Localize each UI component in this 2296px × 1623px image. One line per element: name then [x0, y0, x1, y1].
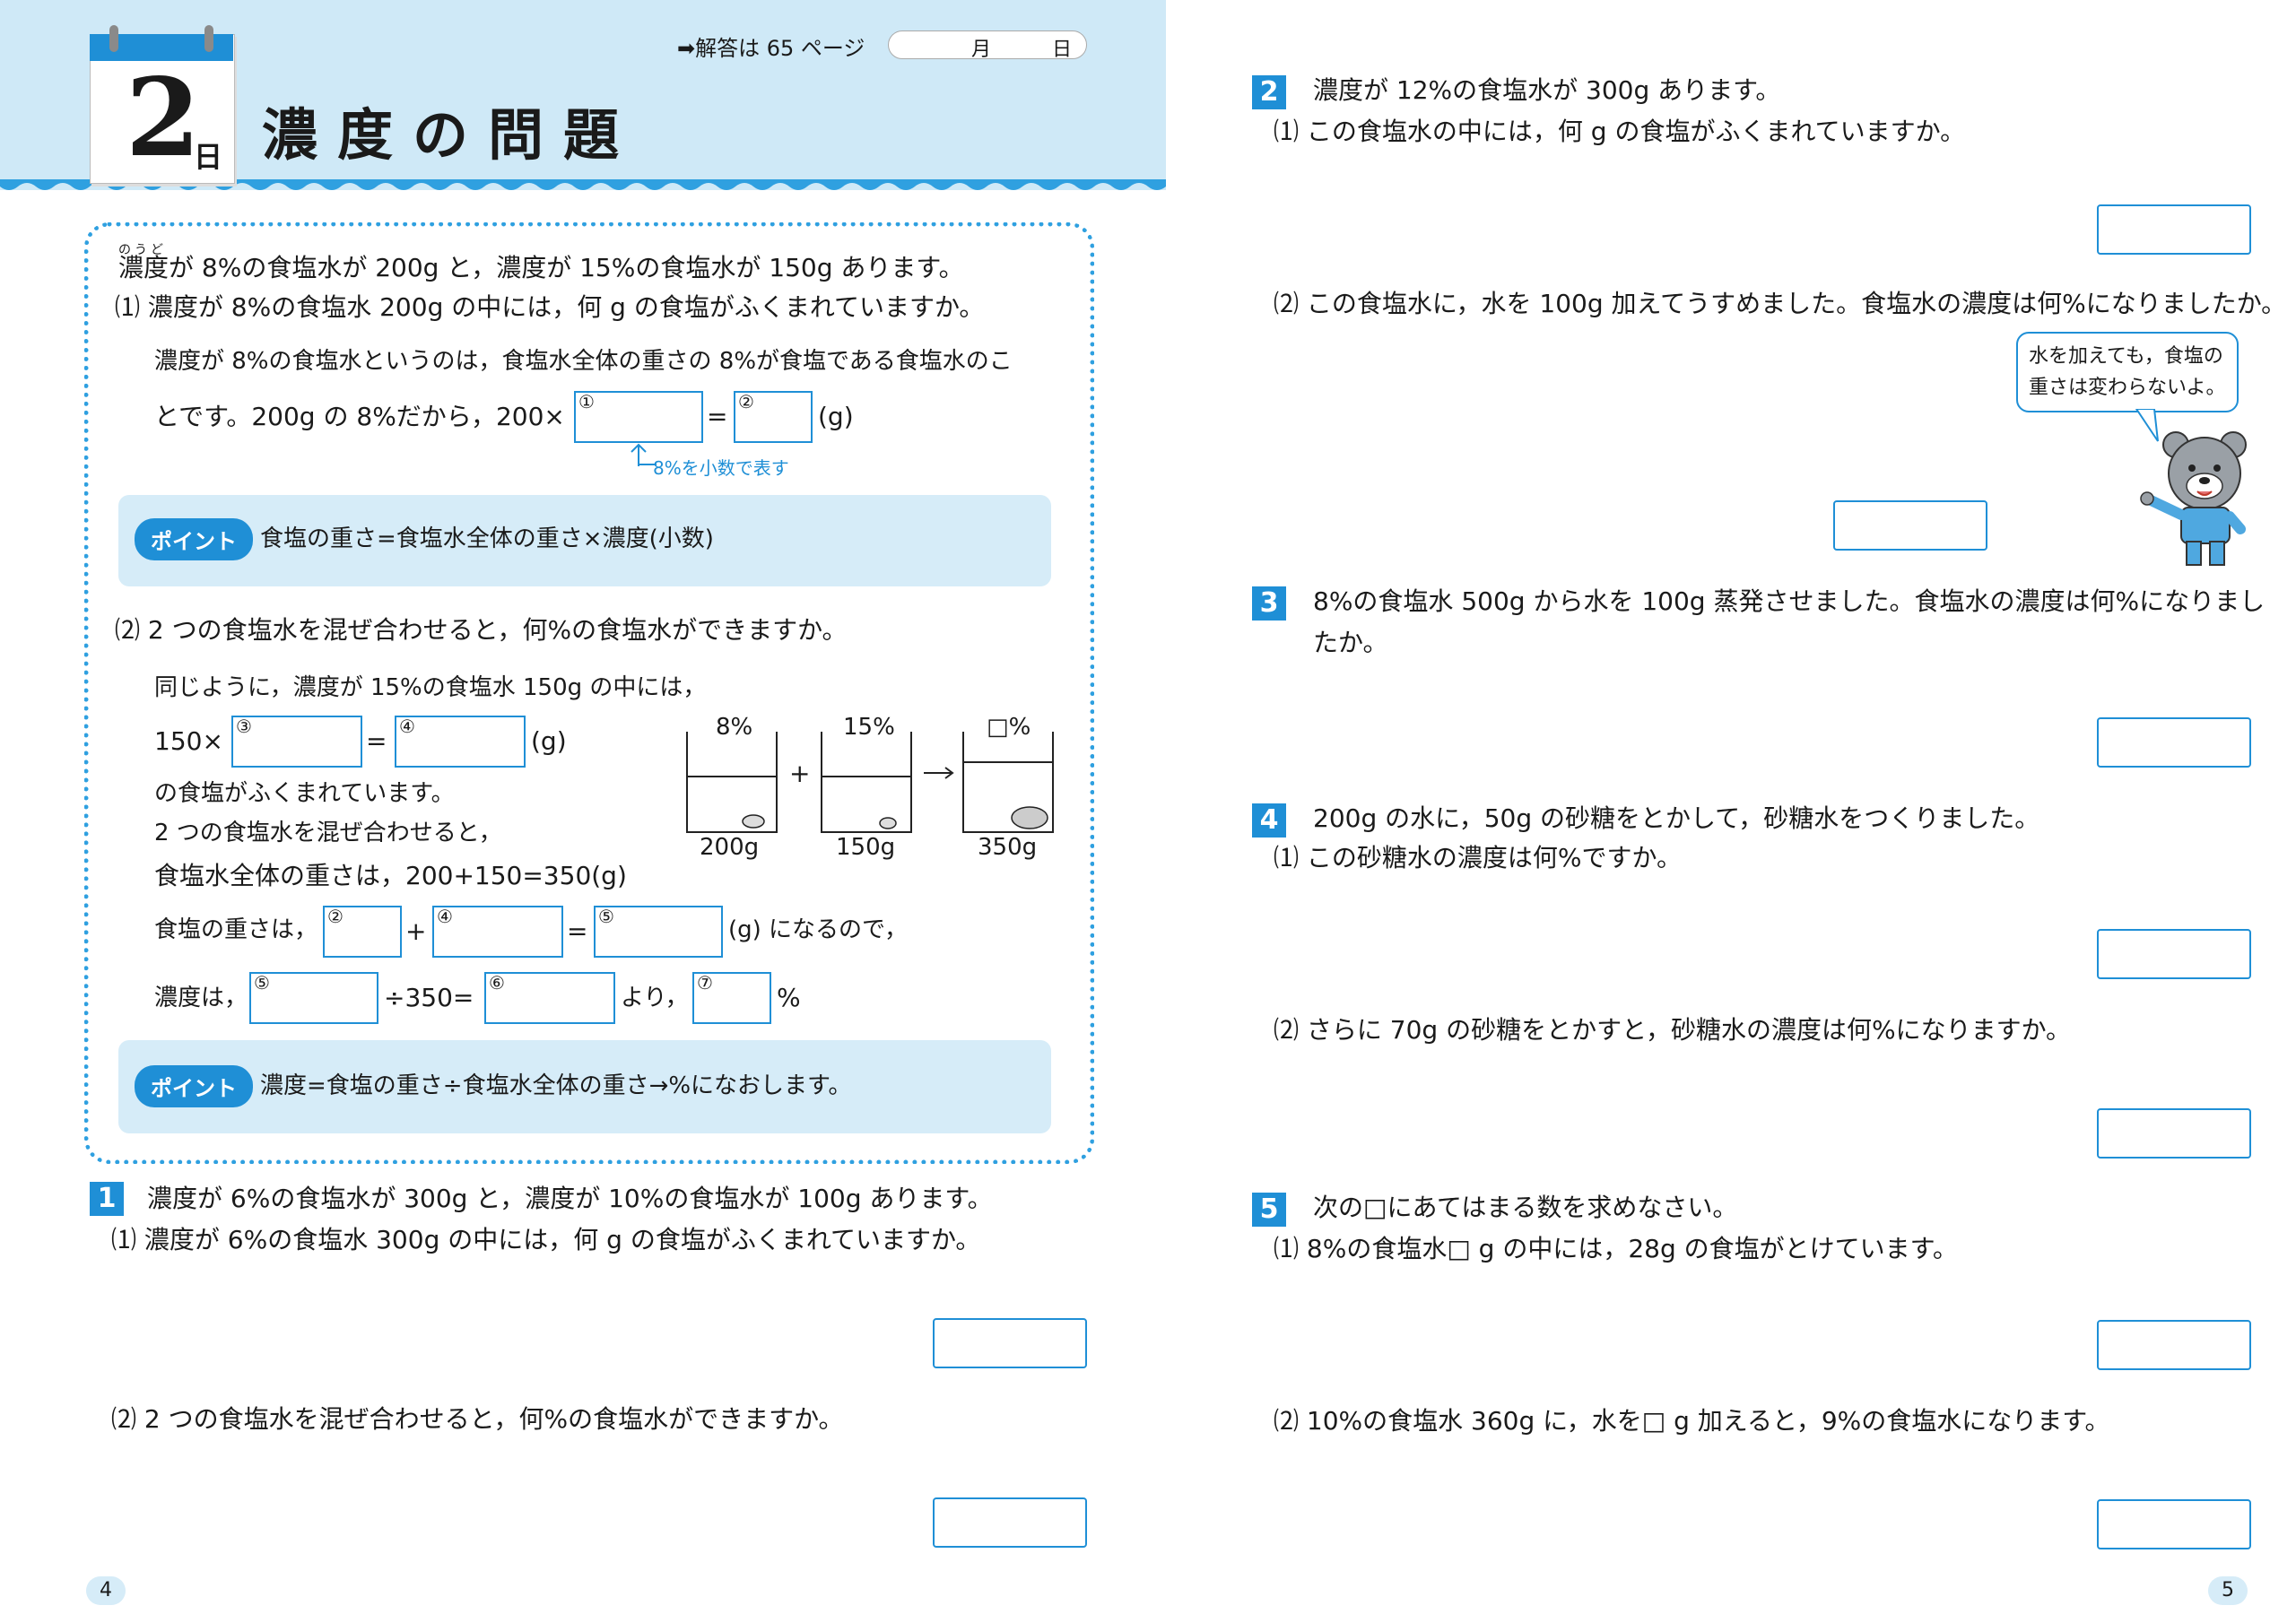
- question-number: 1: [90, 1182, 124, 1216]
- ruby-text: のうど: [118, 243, 167, 257]
- beaker-plus: +: [789, 759, 811, 788]
- page-number: 4: [86, 1576, 126, 1605]
- question-number: 2: [1252, 75, 1286, 109]
- explanation-line: 食塩の重さは，: [154, 916, 318, 943]
- hint-line: 水を加えても，食塩の: [2029, 345, 2223, 368]
- bear-mascot-icon: [2140, 431, 2247, 566]
- answer-box[interactable]: [933, 1318, 1087, 1368]
- equals-sign: =: [366, 726, 387, 756]
- page-number: 5: [2208, 1576, 2248, 1605]
- beaker-label: □%: [987, 714, 1031, 741]
- explanation-line: の食塩がふくまれています。: [154, 780, 455, 807]
- question-sub: ⑴ この砂糖水の濃度は何%ですか。: [1274, 843, 1682, 872]
- answer-box[interactable]: [2097, 717, 2251, 768]
- question-text: 濃度が 6%の食塩水が 300g と，濃度が 10%の食塩水が 100g ありま…: [147, 1184, 993, 1213]
- blank-4[interactable]: ④: [395, 716, 526, 768]
- plus-sign: +: [405, 916, 427, 946]
- question-number: 3: [1252, 586, 1286, 621]
- point-badge: ポイント: [135, 1065, 253, 1107]
- explanation-line: 2 つの食塩水を混ぜ合わせると，: [154, 820, 502, 846]
- explanation-line: 濃度が 8%の食塩水というのは，食塩水全体の重さの 8%が食塩である食塩水のこ: [154, 348, 1013, 375]
- beaker-label: 15%: [843, 714, 895, 741]
- example-q1: ⑴ 濃度が 8%の食塩水 200g の中には，何 g の食塩がふくまれていますか…: [115, 292, 985, 322]
- beaker-weight: 200g: [700, 834, 760, 861]
- answer-box[interactable]: [2097, 204, 2251, 255]
- question-text: 8%の食塩水 500g から水を 100g 蒸発させました。食塩水の濃度は何%に…: [1313, 586, 2266, 616]
- calendar-ring: [109, 25, 118, 52]
- question-sub: ⑴ この食塩水の中には，何 g の食塩がふくまれていますか。: [1274, 117, 1966, 146]
- question-sub: ⑵ 10%の食塩水 360g に，水を□ g 加えると，9%の食塩水になります。: [1274, 1406, 2110, 1436]
- question-text: 200g の水に，50g の砂糖をとかして，砂糖水をつくりました。: [1313, 803, 2040, 833]
- beaker-diagram: [686, 732, 1054, 833]
- explanation-line: 濃度は，: [154, 985, 248, 1011]
- day-number: 2: [126, 55, 201, 181]
- explanation-line: 150×: [154, 726, 223, 756]
- percent-sign: %: [777, 983, 801, 1012]
- point-text-1: 食塩の重さ=食塩水全体の重さ×濃度(小数): [260, 525, 714, 552]
- divide-350: ÷350=: [384, 983, 474, 1012]
- question-sub: ⑵ この食塩水に，水を 100g 加えてうすめました。食塩水の濃度は何%になりま…: [1274, 289, 2287, 318]
- question-sub: ⑴ 濃度が 6%の食塩水 300g の中には，何 g の食塩がふくまれていますか…: [111, 1225, 981, 1254]
- equals-sign: =: [567, 916, 588, 946]
- blank-1[interactable]: ①: [574, 391, 703, 443]
- answer-reference: ➡解答は 65 ページ: [677, 36, 865, 61]
- blank-2b[interactable]: ②: [323, 906, 402, 958]
- question-number: 5: [1252, 1193, 1286, 1227]
- answer-box[interactable]: [2097, 929, 2251, 979]
- explanation-line: より，: [621, 985, 689, 1011]
- unit-g: (g): [818, 402, 854, 431]
- question-sub: ⑵ 2 つの食塩水を混ぜ合わせると，何%の食塩水ができますか。: [111, 1404, 844, 1434]
- question-sub: ⑵ さらに 70g の砂糖をとかすと，砂糖水の濃度は何%になりますか。: [1274, 1015, 2072, 1045]
- point-band-1: [118, 495, 1051, 586]
- answer-box[interactable]: [933, 1497, 1087, 1548]
- explanation-line: とです。200g の 8%だから，200×: [154, 402, 565, 431]
- day-label: 日: [1052, 39, 1073, 61]
- blank-3[interactable]: ③: [231, 716, 362, 768]
- hint-bubble: 水を加えても，食塩の 重さは変わらないよ。: [2016, 332, 2239, 413]
- explanation-line: 同じように，濃度が 15%の食塩水 150g の中には，: [154, 674, 707, 701]
- example-q2: ⑵ 2 つの食塩水を混ぜ合わせると，何%の食塩水ができますか。: [115, 615, 848, 645]
- blank-4b[interactable]: ④: [432, 906, 563, 958]
- question-text: たか。: [1313, 628, 1388, 657]
- answer-box[interactable]: [1833, 500, 1987, 551]
- point-band-2: [118, 1040, 1051, 1133]
- header-wavy-edge: [0, 179, 1166, 190]
- question-number: 4: [1252, 803, 1286, 838]
- beaker-label: 8%: [716, 714, 753, 741]
- day-suffix: 日: [194, 140, 223, 174]
- answer-box[interactable]: [2097, 1499, 2251, 1549]
- explanation-line: 食塩水全体の重さは，200+150=350(g): [154, 861, 627, 890]
- page-title: 濃度の問題: [262, 102, 639, 168]
- arrow-note: 8%を小数で表す: [653, 457, 789, 479]
- example-box: [84, 222, 1094, 1164]
- question-text: 濃度が 12%の食塩水が 300g あります。: [1313, 75, 1781, 105]
- answer-box[interactable]: [2097, 1108, 2251, 1159]
- arrow-connector: [638, 448, 657, 465]
- question-sub: ⑴ 8%の食塩水□ g の中には，28g の食塩がとけています。: [1274, 1234, 1958, 1263]
- point-text-2: 濃度=食塩の重さ÷食塩水全体の重さ→%になおします。: [260, 1072, 852, 1099]
- bubble-tail: [2135, 409, 2159, 442]
- beaker-weight: 350g: [978, 834, 1038, 861]
- calendar-ring: [204, 25, 213, 52]
- example-intro: 濃度が 8%の食塩水が 200g と，濃度が 15%の食塩水が 150g ありま…: [118, 253, 964, 282]
- explanation-line: (g) になるので，: [728, 916, 909, 943]
- beaker-weight: 150g: [836, 834, 896, 861]
- equals-sign: =: [707, 402, 728, 431]
- date-field[interactable]: 月 日: [888, 30, 1087, 61]
- answer-box[interactable]: [2097, 1320, 2251, 1370]
- point-badge: ポイント: [135, 518, 253, 560]
- hint-line: 重さは変わらないよ。: [2029, 377, 2226, 400]
- unit-g: (g): [531, 726, 567, 756]
- blank-5b[interactable]: ⑤: [249, 972, 378, 1024]
- blank-6[interactable]: ⑥: [484, 972, 615, 1024]
- blank-5[interactable]: ⑤: [594, 906, 723, 958]
- blank-7[interactable]: ⑦: [692, 972, 771, 1024]
- question-text: 次の□にあてはまる数を求めなさい。: [1313, 1193, 1738, 1222]
- month-label: 月: [971, 39, 992, 61]
- blank-2[interactable]: ②: [734, 391, 813, 443]
